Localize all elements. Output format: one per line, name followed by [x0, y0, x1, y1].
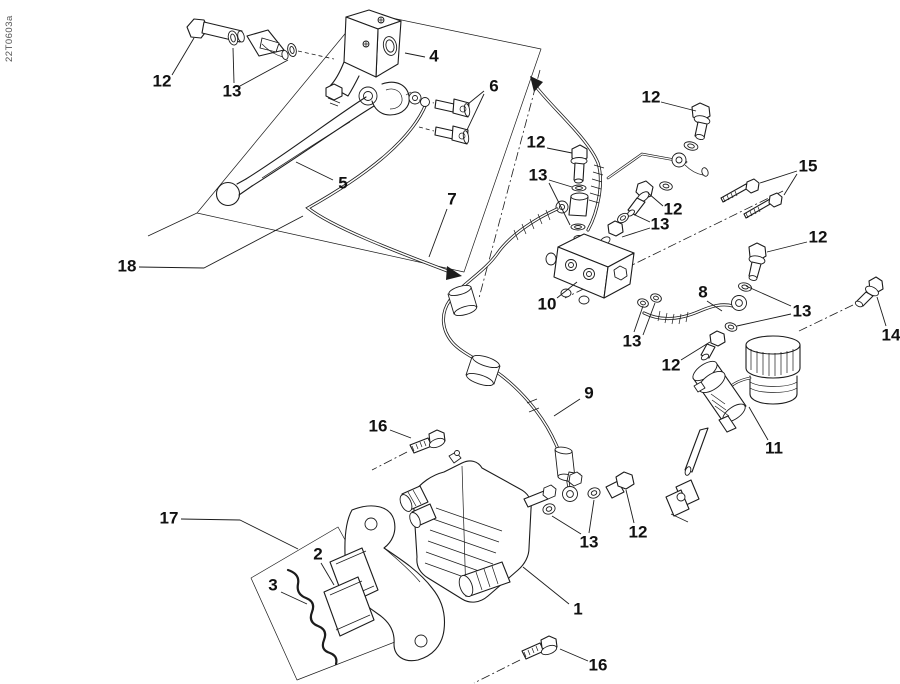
brake-lever — [215, 96, 375, 207]
callout-15-12: 15 — [799, 156, 818, 175]
leader-line — [548, 182, 571, 226]
leader-line — [759, 170, 798, 184]
callout-12-7: 12 — [527, 132, 546, 151]
master-cylinder-assembly — [325, 9, 422, 116]
leader-line — [546, 147, 573, 154]
leader-line — [556, 281, 578, 299]
callout-12-23: 12 — [629, 522, 648, 541]
callout-12-9: 12 — [642, 87, 661, 106]
callout-4-2: 4 — [429, 46, 439, 65]
callout-12-0: 12 — [153, 71, 172, 90]
callout-14-15: 14 — [882, 325, 900, 344]
callout-16-22: 16 — [369, 416, 388, 435]
callout-12-10: 12 — [664, 199, 683, 218]
caliper-bracket — [344, 505, 446, 662]
callout-13-11: 13 — [651, 214, 670, 233]
leader-line — [466, 93, 485, 131]
callout-1-28: 1 — [573, 599, 582, 618]
pivot-bolt-group — [186, 18, 335, 60]
brake-pads — [323, 547, 379, 637]
leader-line — [680, 341, 711, 361]
leader-line — [295, 161, 334, 181]
callout-17-25: 17 — [160, 508, 179, 527]
leader-line — [736, 313, 792, 327]
leader-line — [745, 285, 792, 307]
leader-line — [553, 398, 581, 417]
caliper-inlet-hardware — [542, 471, 635, 515]
leader-line — [642, 302, 656, 336]
leader-line — [467, 90, 485, 105]
leader-line — [280, 591, 308, 605]
callout-layer: 1213465718121312121315121314810131211916… — [118, 37, 900, 674]
callout-12-19: 12 — [662, 355, 681, 374]
leader-line — [876, 296, 887, 327]
leader-line — [320, 562, 335, 586]
callout-16-29: 16 — [589, 655, 608, 674]
callout-2-26: 2 — [313, 544, 322, 563]
leader-line — [138, 215, 304, 269]
caliper-bolt-lower — [473, 635, 558, 684]
leader-line — [389, 429, 412, 439]
brake-hose-upper — [305, 97, 462, 280]
brake-caliper — [399, 450, 583, 603]
callout-12-13: 12 — [809, 227, 828, 246]
callout-10-17: 10 — [538, 294, 557, 313]
callout-13-24: 13 — [580, 532, 599, 551]
leader-line — [706, 300, 723, 312]
callout-7-5: 7 — [447, 189, 456, 208]
callout-13-1: 13 — [223, 81, 242, 100]
leader-line — [783, 173, 798, 196]
callout-3-27: 3 — [268, 575, 277, 594]
leader-line — [551, 515, 582, 535]
leader-line — [660, 101, 697, 112]
leader-line — [180, 518, 299, 550]
callout-5-4: 5 — [338, 173, 347, 192]
callout-6-3: 6 — [489, 76, 498, 95]
callout-8-16: 8 — [698, 282, 707, 301]
callout-18-6: 18 — [118, 256, 137, 275]
leader-line — [766, 241, 808, 253]
callout-13-14: 13 — [793, 301, 812, 320]
caliper-bolt-upper — [371, 429, 446, 471]
long-mounting-bolts — [564, 178, 784, 299]
brake-hose-continuation — [478, 69, 605, 299]
leader-line — [232, 47, 235, 84]
reservoir-banjo-group — [637, 242, 767, 361]
leader-line — [748, 406, 769, 441]
leader-line — [559, 648, 589, 662]
bolt-14-group — [796, 276, 884, 333]
leader-line — [588, 499, 595, 534]
leader-line — [621, 227, 651, 238]
leader-line — [647, 192, 664, 207]
assembly-outline-upper — [147, 11, 542, 273]
leader-line — [548, 179, 573, 188]
valve-body-group — [545, 144, 635, 305]
watermark-code: 22T0603a — [4, 15, 15, 62]
callout-9-21: 9 — [584, 383, 593, 402]
leader-line — [239, 59, 289, 87]
rear-master-cylinder — [665, 360, 747, 523]
leader-line — [404, 52, 426, 58]
leader-line — [633, 305, 644, 333]
leader-line — [171, 37, 195, 76]
leader-line — [428, 208, 448, 258]
clamp-screws — [418, 98, 471, 145]
pad-spring — [286, 568, 338, 666]
leader-line — [625, 489, 635, 524]
leader-line — [632, 213, 651, 223]
fluid-reservoir — [725, 335, 801, 405]
callout-13-18: 13 — [623, 331, 642, 350]
callout-13-8: 13 — [529, 165, 548, 184]
callout-11-20: 11 — [765, 438, 783, 457]
leader-line — [522, 566, 570, 605]
